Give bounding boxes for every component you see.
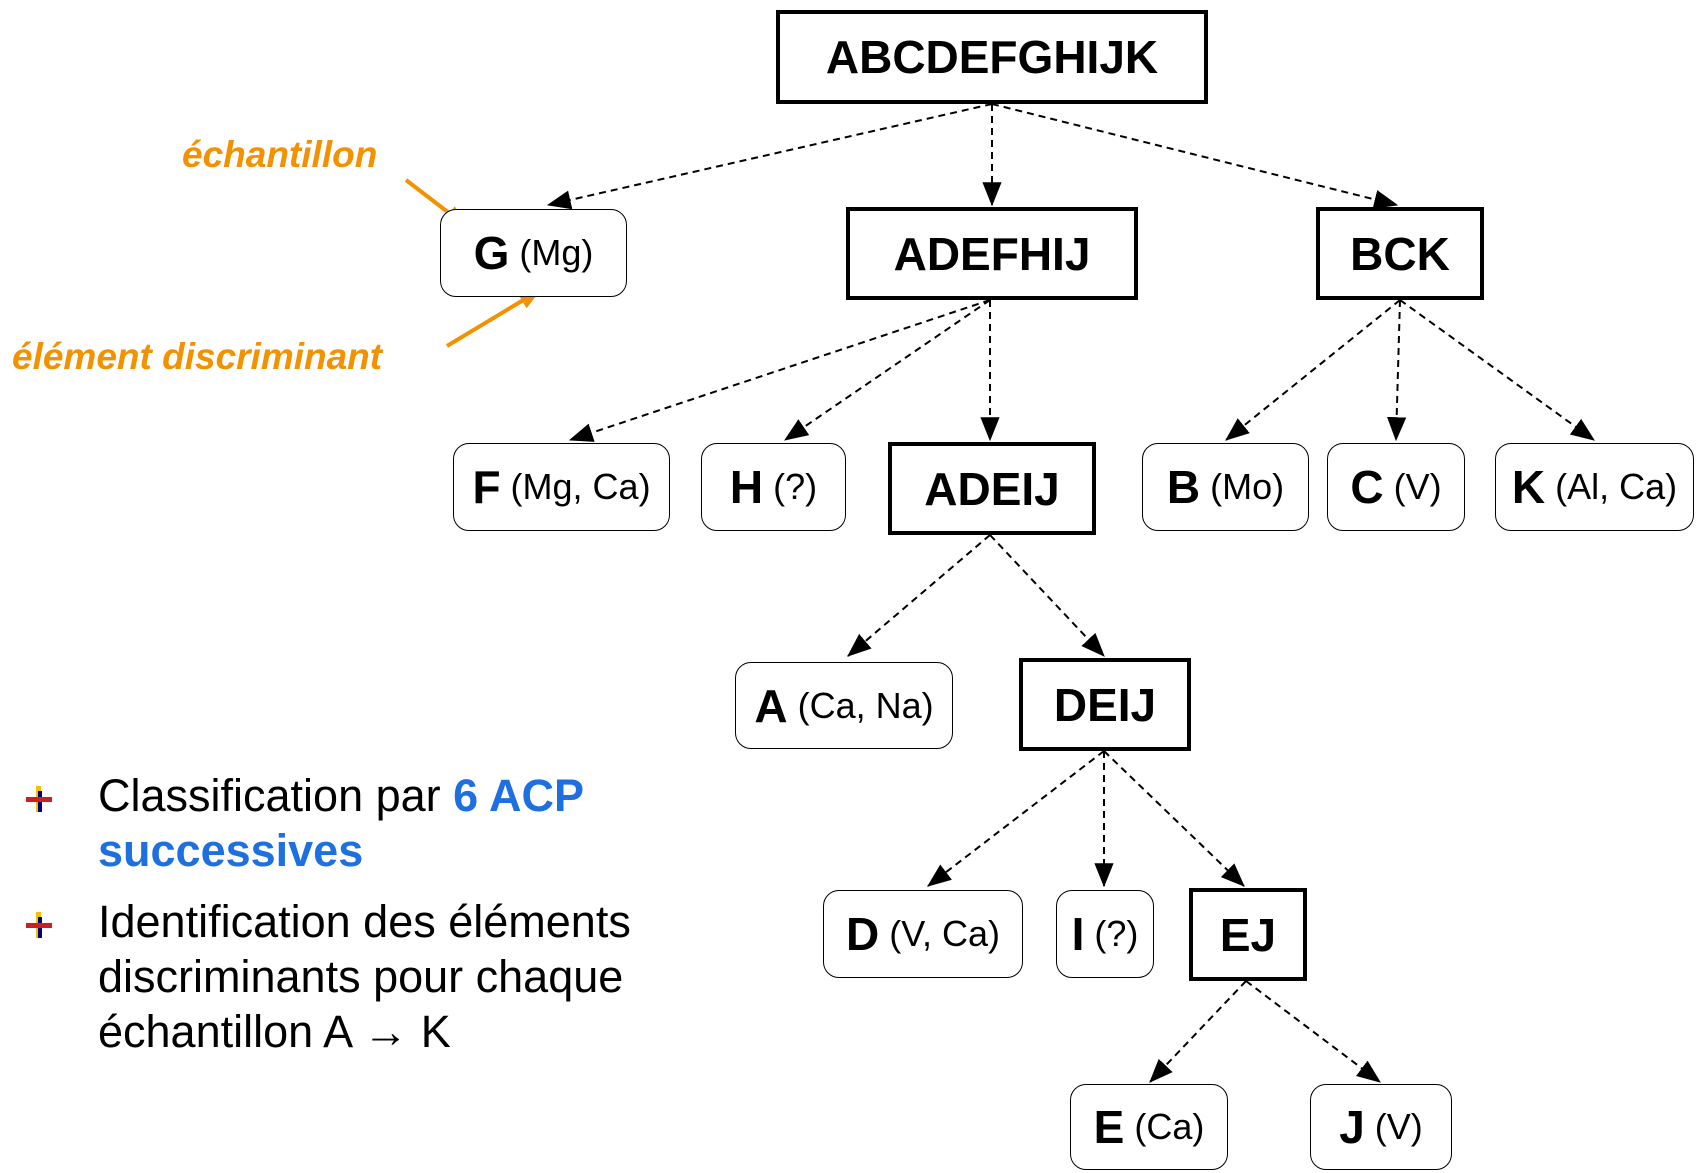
bullet-item-identification: Identification des éléments discriminant… bbox=[18, 894, 658, 1059]
edge-adeij-deij bbox=[989, 534, 1105, 657]
node-ej: EJ bbox=[1189, 888, 1307, 981]
edge-root-bck bbox=[991, 103, 1399, 209]
edge-root-g bbox=[546, 103, 993, 210]
node-adeij-label: ADEIJ bbox=[924, 462, 1060, 515]
node-root: ABCDEFGHIJK bbox=[776, 10, 1208, 104]
leaf-e-label: E bbox=[1093, 1101, 1125, 1153]
edge-adefhij-h bbox=[784, 299, 991, 441]
bullet-icon bbox=[26, 912, 52, 938]
leaf-k-elements: (Al, Ca) bbox=[1555, 466, 1678, 507]
leaf-c-label: C bbox=[1350, 461, 1384, 513]
edge-ej-e bbox=[1149, 980, 1247, 1083]
leaf-k-label: K bbox=[1511, 461, 1546, 513]
edge-deij-d bbox=[927, 750, 1105, 887]
leaf-j-label: J bbox=[1339, 1101, 1365, 1153]
bullet-1-text: Classification par bbox=[98, 770, 454, 821]
leaf-g-label: G bbox=[473, 227, 510, 279]
bullet-icon bbox=[26, 786, 52, 812]
leaf-f-label: F bbox=[472, 461, 501, 513]
leaf-c-elements: (V) bbox=[1393, 466, 1442, 507]
edge-adefhij-f bbox=[568, 299, 991, 442]
node-deij-label: DEIJ bbox=[1053, 678, 1157, 731]
node-adefhij: ADEFHIJ bbox=[846, 207, 1138, 300]
node-adefhij-label: ADEFHIJ bbox=[893, 227, 1091, 280]
leaf-k: K (Al, Ca) bbox=[1495, 443, 1694, 531]
leaf-f: F (Mg, Ca) bbox=[453, 443, 670, 531]
edge-ej-j bbox=[1245, 980, 1381, 1083]
leaf-c: C (V) bbox=[1327, 443, 1465, 531]
edge-bck-c bbox=[1387, 299, 1407, 442]
annotation-sample: échantillon bbox=[182, 134, 378, 175]
leaf-e: E (Ca) bbox=[1070, 1084, 1228, 1170]
leaf-i-label: I bbox=[1071, 908, 1085, 960]
leaf-d-label: D bbox=[846, 908, 880, 960]
leaf-d: D (V, Ca) bbox=[823, 890, 1023, 978]
leaf-b-elements: (Mo) bbox=[1210, 466, 1285, 507]
leaf-j: J (V) bbox=[1310, 1084, 1452, 1170]
leaf-b-label: B bbox=[1166, 461, 1201, 513]
node-root-label: ABCDEFGHIJK bbox=[825, 31, 1159, 83]
annotation-arrow-element bbox=[445, 288, 542, 348]
leaf-j-elements: (V) bbox=[1374, 1106, 1423, 1147]
leaf-f-elements: (Mg, Ca) bbox=[510, 466, 651, 507]
leaf-h-label: H bbox=[729, 461, 764, 513]
leaf-d-elements: (V, Ca) bbox=[889, 913, 1000, 954]
leaf-a-label: A bbox=[754, 679, 788, 732]
node-deij: DEIJ bbox=[1019, 658, 1191, 751]
leaf-g-elements: (Mg) bbox=[519, 232, 594, 273]
leaf-i-elements: (?) bbox=[1094, 913, 1139, 954]
leaf-a: A (Ca, Na) bbox=[735, 662, 953, 749]
leaf-h: H (?) bbox=[701, 443, 846, 531]
bullet-list: Classification par 6 ACP successives Ide… bbox=[18, 768, 658, 1075]
leaf-e-elements: (Ca) bbox=[1134, 1106, 1205, 1147]
leaf-a-elements: (Ca, Na) bbox=[797, 684, 934, 726]
edge-adeij-a bbox=[847, 534, 991, 657]
node-ej-label: EJ bbox=[1219, 908, 1277, 961]
edge-bck-k bbox=[1399, 299, 1595, 441]
node-bck: BCK bbox=[1316, 207, 1484, 300]
leaf-b: B (Mo) bbox=[1142, 443, 1309, 531]
edge-bck-b bbox=[1225, 299, 1401, 441]
edge-deij-ej bbox=[1103, 750, 1245, 887]
node-bck-label: BCK bbox=[1350, 227, 1450, 280]
bullet-item-classification: Classification par 6 ACP successives bbox=[18, 768, 658, 878]
leaf-i: I (?) bbox=[1056, 890, 1154, 978]
bullet-1-highlight: 6 ACP successives bbox=[98, 770, 584, 876]
leaf-h-elements: (?) bbox=[773, 466, 818, 507]
bullet-2-text: Identification des éléments discriminant… bbox=[98, 896, 631, 1057]
annotation-element: élément discriminant bbox=[12, 336, 383, 377]
leaf-g: G (Mg) bbox=[440, 209, 627, 297]
node-adeij: ADEIJ bbox=[888, 442, 1096, 535]
